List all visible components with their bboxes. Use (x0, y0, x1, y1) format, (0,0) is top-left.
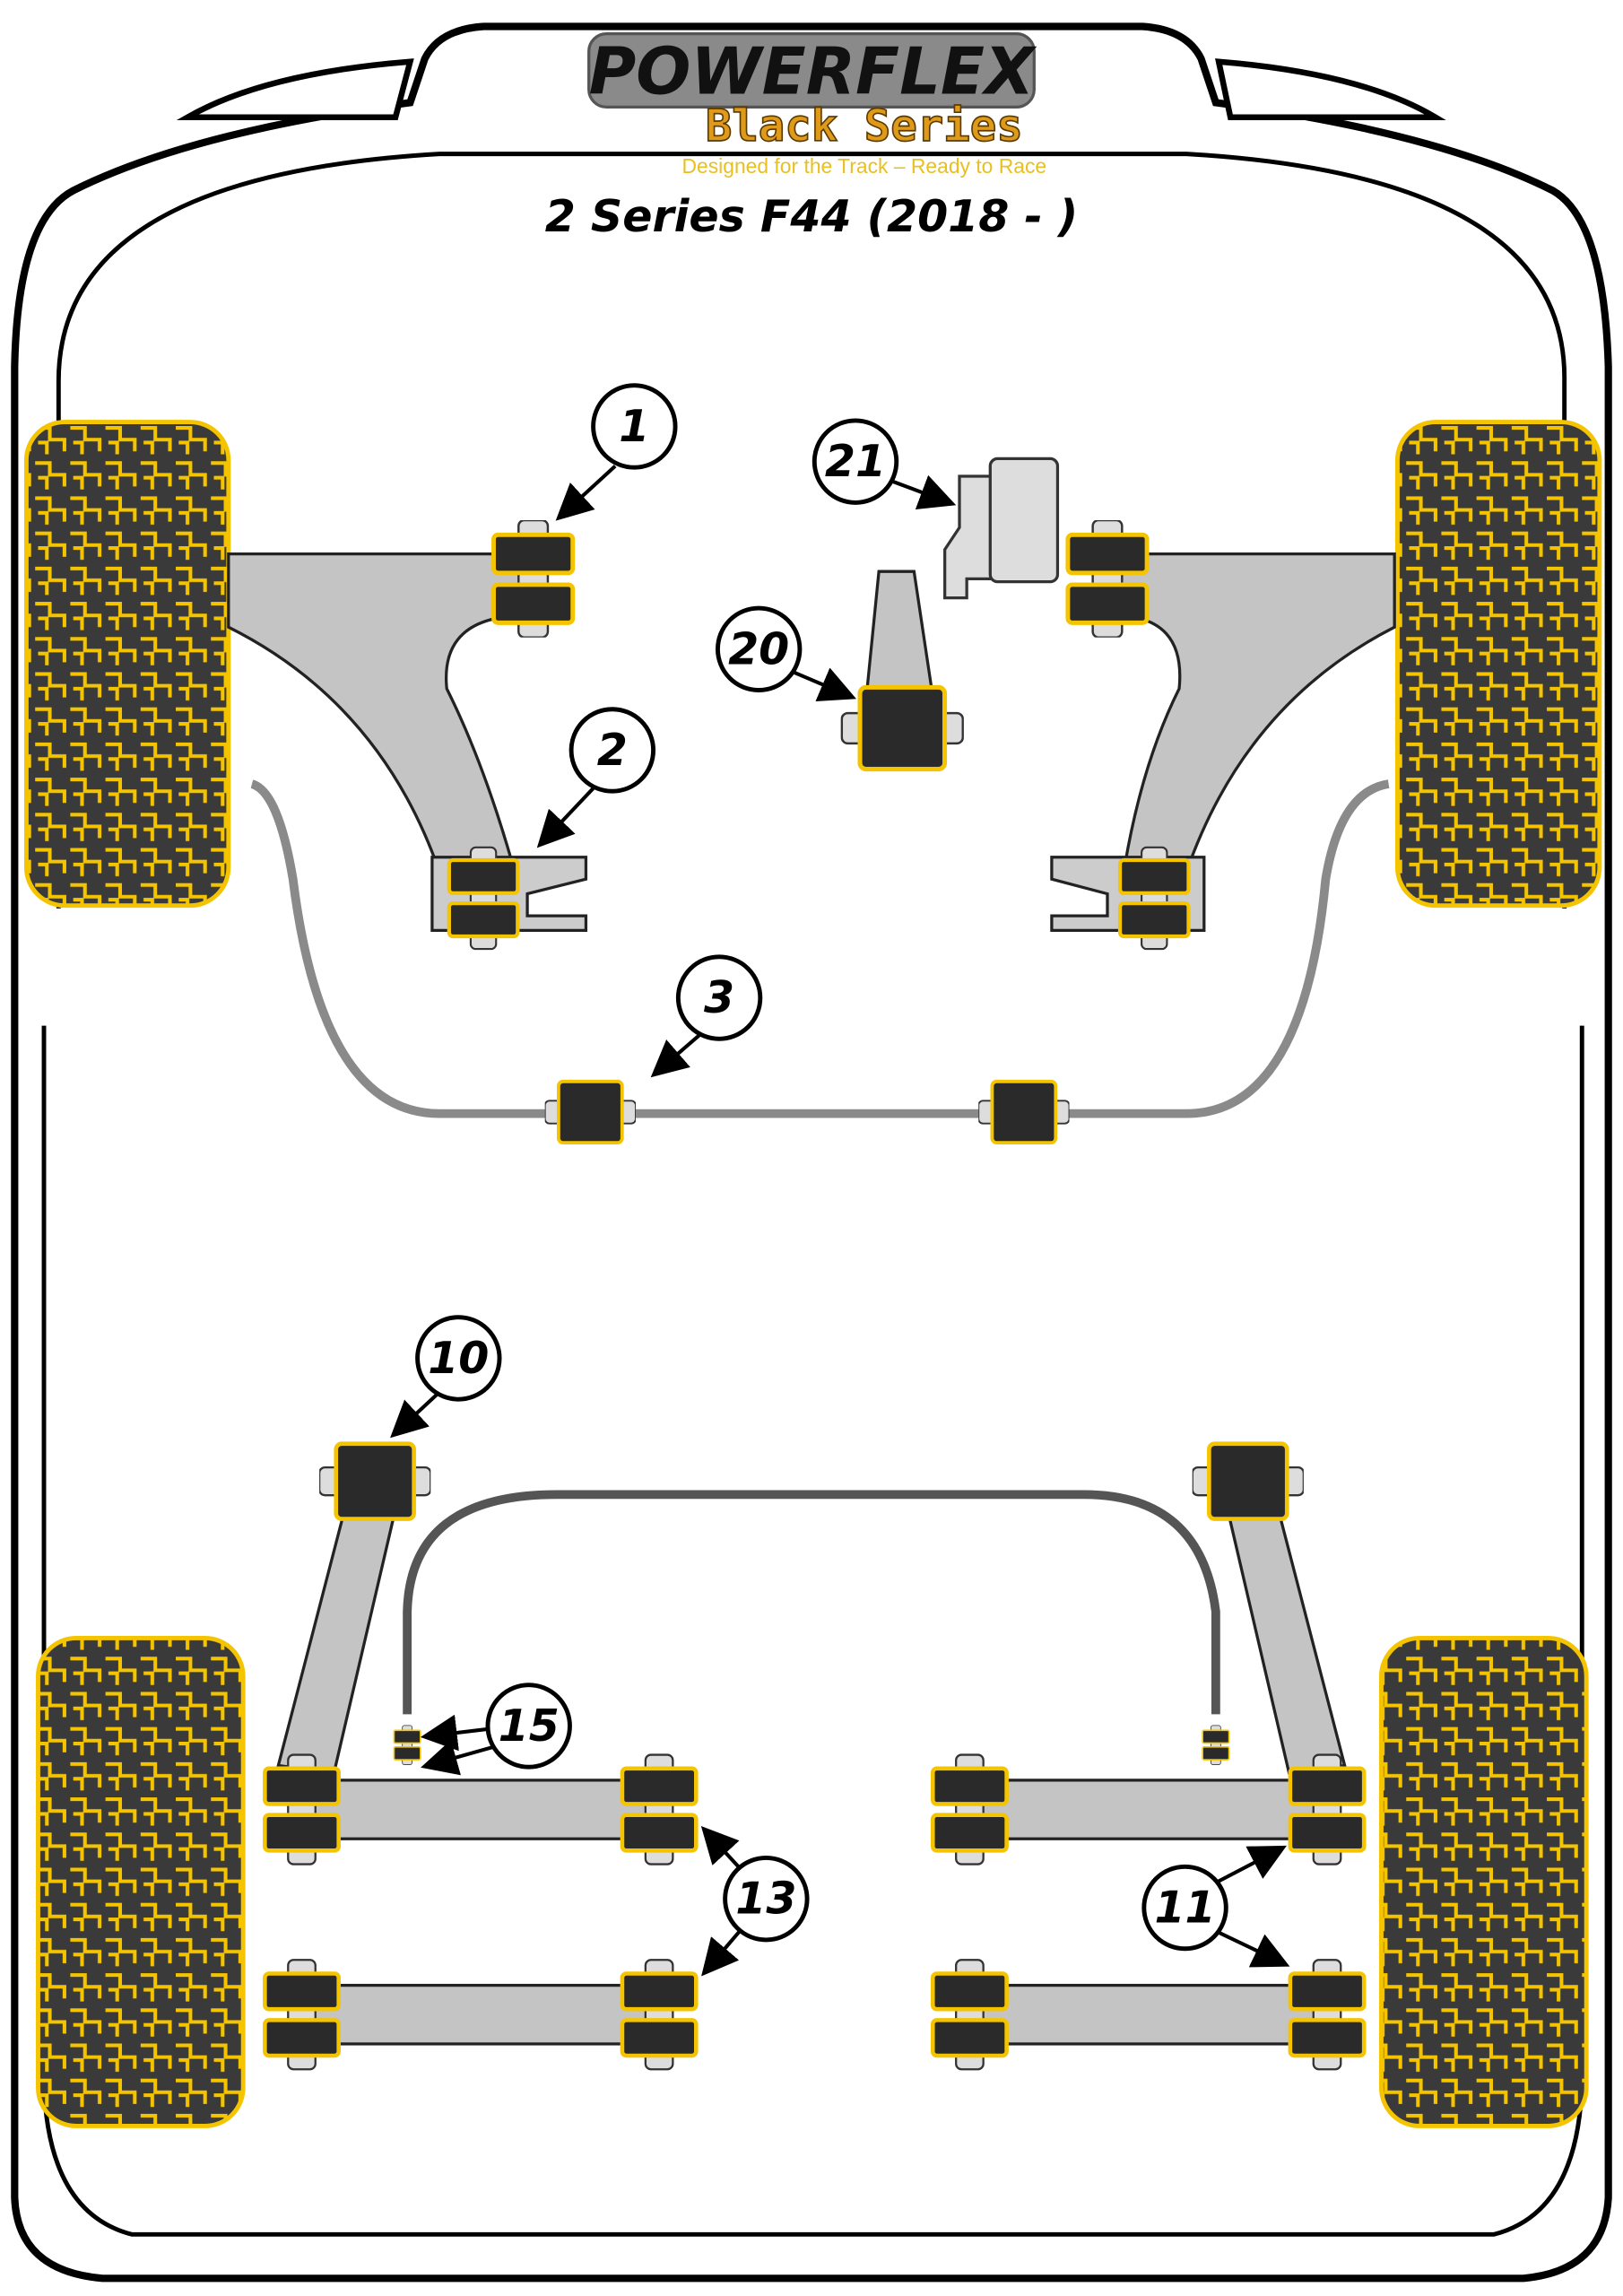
svg-text:2: 2 (597, 725, 628, 776)
front-left-wishbone (227, 552, 529, 874)
rear-left-upper-arm (299, 1779, 668, 1840)
bush-3-left (545, 1082, 636, 1143)
logo-brand: POWERFLEX (589, 34, 1037, 109)
svg-text:20: 20 (728, 623, 789, 674)
bush-21 (988, 457, 1060, 584)
callout-10: 10 (390, 1315, 502, 1439)
rear-left-wheel (36, 1635, 246, 2128)
callout-11: 11 (1141, 1845, 1290, 1968)
rear-right-upper-arm (965, 1779, 1335, 1840)
callout-2: 2 (536, 707, 656, 848)
svg-text:10: 10 (428, 1333, 489, 1384)
rear-right-wheel (1379, 1635, 1589, 2128)
callout-21: 21 (812, 418, 957, 510)
svg-text:11: 11 (1154, 1883, 1215, 1934)
rear-right-lower-arm (965, 1983, 1335, 2046)
page-title: 2 Series F44 (2018 - ) (545, 191, 1078, 242)
left-mirror (176, 58, 414, 121)
svg-text:3: 3 (704, 972, 734, 1023)
bush-10-right (1193, 1444, 1304, 1519)
bush-3-right (978, 1082, 1069, 1143)
rear-bumper-line (41, 1025, 1584, 2237)
logo-tagline: Designed for the Track – Ready to Race (682, 154, 1047, 178)
rear-anti-roll-bar (403, 1490, 1220, 1715)
car-body-outline (11, 22, 1612, 2283)
svg-text:1: 1 (619, 401, 649, 452)
rear-left-lower-arm (299, 1983, 668, 2046)
callout-3: 3 (650, 954, 763, 1078)
front-right-wishbone (1111, 552, 1396, 874)
callout-13: 13 (700, 1826, 810, 1977)
front-anti-roll-bar (250, 779, 1390, 1118)
front-left-wheel (23, 420, 231, 909)
callout-20: 20 (716, 605, 856, 702)
callout-15: 15 (420, 1683, 572, 1776)
right-mirror (1215, 58, 1446, 121)
powerflex-logo: POWERFLEX Black Series Designed for the … (587, 32, 1047, 178)
svg-text:13: 13 (735, 1874, 796, 1925)
bush-10-left (319, 1444, 430, 1519)
callout-1: 1 (555, 383, 678, 521)
bush-20 (842, 687, 963, 769)
logo-series: Black Series (706, 100, 1023, 152)
front-right-wheel (1394, 420, 1602, 909)
svg-text:21: 21 (825, 436, 886, 487)
svg-text:15: 15 (499, 1700, 560, 1752)
